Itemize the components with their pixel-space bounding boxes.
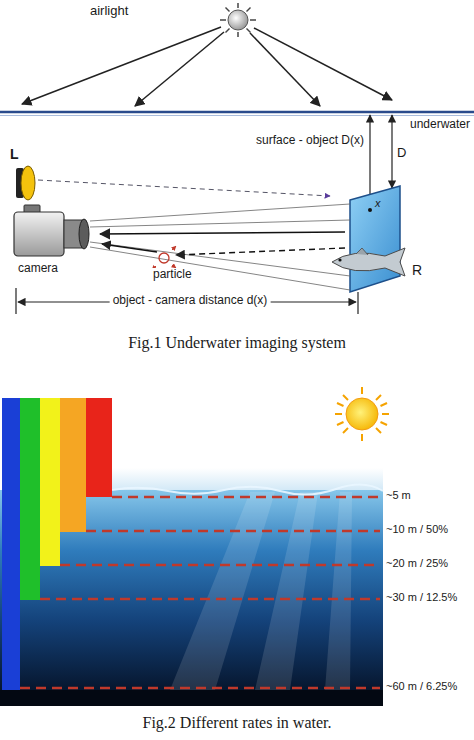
sun-symbol [226,29,230,33]
wavelength-bars [60,398,86,532]
wavelength-bars [20,398,40,600]
dimension-label: object - camera distance d(x) [110,294,271,308]
sun-symbol [346,398,378,430]
signal-arrows [100,232,345,234]
part-label: camera [18,262,58,276]
water-surface [0,111,474,114]
depth-lines [86,530,380,533]
fish-symbol [332,248,405,276]
signal-arrows [176,248,345,255]
depth-label: ~60 m / 6.25% [386,680,457,693]
depth-lines [60,564,380,567]
view-rays [90,204,350,221]
sun-symbol [220,19,226,21]
depth-label: ~10 m / 50% [386,523,448,536]
view-rays [90,247,350,290]
object-plane [350,186,400,292]
sun-symbol [237,3,239,8]
depth-lines [112,496,380,499]
view-rays [90,220,350,227]
sun-symbol [247,8,251,12]
fish-symbol [332,248,405,276]
object-plane [368,208,372,212]
wavelength-bars [86,398,112,497]
sun-symbol [220,3,256,37]
view-rays [90,204,350,290]
distance-dimension [16,288,358,314]
sun-symbol [376,395,381,400]
figure-caption: Fig.2 Different rates in water. [143,714,332,732]
light-shafts [325,492,352,690]
particle-symbol [152,246,176,270]
depth-label: ~30 m / 12.5% [386,591,457,604]
airlight-arrows [22,27,392,106]
depth-label: ~5 m [386,489,411,502]
water-surface [0,112,474,116]
fish-symbol [356,248,368,255]
light-ray [38,180,330,196]
sun-symbol [337,422,344,425]
sun-symbol [337,403,344,406]
airlight-arrows [254,28,392,100]
sun-symbol [226,8,230,12]
sun-symbol [247,29,251,33]
wave-surface [112,484,383,494]
light-source [21,166,35,200]
depth-lines [40,598,380,601]
wavelength-bars [2,398,112,690]
object-plane [350,186,400,292]
depth-label: ~20 m / 25% [386,557,448,570]
depth-lines [20,497,380,688]
depth-arrows [391,115,392,188]
symbol-label: R [412,262,422,278]
light-source [16,166,35,200]
airlight-arrows [135,32,224,106]
sun-symbol [220,3,256,37]
sun-symbol [335,413,342,415]
camera-symbol [14,205,89,256]
sea-floor [0,690,383,706]
signal-arrows [100,232,345,255]
figure-caption: Fig.1 Underwater imaging system [128,334,346,352]
water-surface [0,115,474,116]
sun-symbol [237,32,239,37]
camera-symbol [14,212,64,256]
view-rays [90,242,350,276]
point-label: x [375,197,381,210]
light-shafts [255,492,318,690]
part-label: particle [150,268,195,282]
particle-symbol [172,246,176,250]
light-shafts [170,492,275,690]
camera-symbol [79,219,89,249]
particle-symbol [159,253,169,263]
distance-dimension [357,292,358,314]
sun-symbol [382,413,389,415]
fish-symbol [338,258,341,261]
sun-symbol [381,422,388,425]
distance-label: surface - object D(x) [256,134,364,148]
sun-symbol [343,395,348,400]
sun-symbol [343,428,348,433]
region-label: underwater [410,118,470,132]
sun-symbol [228,10,248,30]
airlight-arrows [22,27,221,104]
sun-symbol [361,434,363,441]
sun-symbol [361,387,363,394]
wavelength-bars [40,398,60,566]
symbol-label: D [397,146,406,161]
sun-symbol [335,387,389,441]
depth-arrows [369,115,370,206]
sun-symbol [335,387,389,441]
light-shafts [170,492,352,690]
wavelength-bars [2,398,20,690]
sun-symbol [250,19,256,21]
airlight-label: airlight [90,4,128,19]
symbol-label: L [10,146,19,162]
depth-lines [20,687,380,690]
sun-symbol [376,428,381,433]
distance-dimension [15,288,16,314]
sun-symbol [381,403,388,406]
signal-arrows [102,244,157,252]
